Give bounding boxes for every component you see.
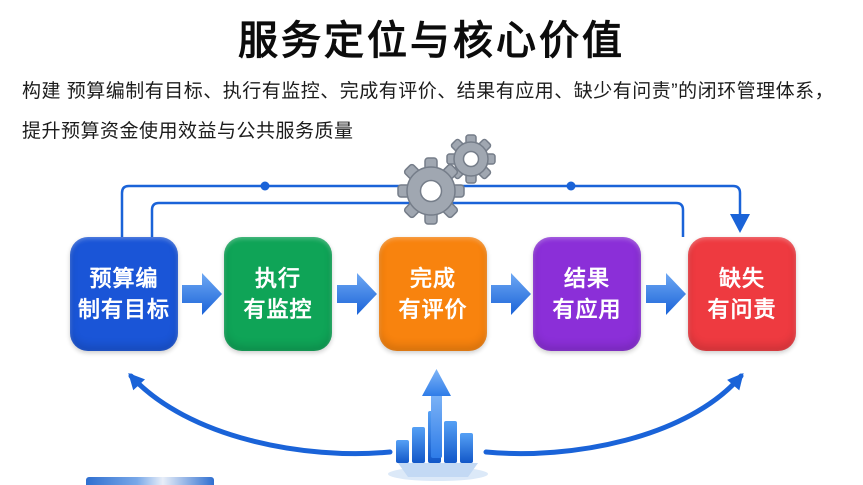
step-label-line1: 缺失 xyxy=(718,266,765,291)
intro-line-1: 构建 预算编制有目标、执行有监控、完成有评价、结果有应用、缺少有问责”的闭环管理… xyxy=(22,81,835,102)
chevron-arrow-icon xyxy=(646,273,686,315)
chart-bar xyxy=(412,427,425,463)
chevron-arrows xyxy=(182,273,686,315)
gear-icon-large xyxy=(397,157,465,225)
step-box-budget-goal: 预算编 制有目标 xyxy=(70,237,178,351)
step-label-line2: 有问责 xyxy=(707,297,777,322)
step-label-line1: 预算编 xyxy=(89,266,159,291)
step-label-line1: 执行 xyxy=(254,266,301,291)
chevron-arrow-icon xyxy=(182,273,222,315)
bar-chart-rising-icon xyxy=(388,369,488,481)
chart-pedestal xyxy=(398,463,478,477)
gear-icon-small xyxy=(446,134,496,184)
step-box-execution-monitor: 执行 有监控 xyxy=(224,237,332,351)
page-title: 服务定位与核心价值 xyxy=(238,19,625,63)
chevron-arrow-icon xyxy=(491,273,531,315)
curved-arrow-left xyxy=(128,373,393,457)
down-arrowhead-icon xyxy=(730,214,750,233)
chart-bar xyxy=(396,440,409,463)
step-label-line1: 完成 xyxy=(409,266,456,291)
chart-bar xyxy=(460,433,473,463)
cropped-corner-logo xyxy=(86,477,214,485)
connector-dot xyxy=(260,181,270,191)
step-label-line2: 有监控 xyxy=(243,297,313,322)
connector-dot xyxy=(566,181,576,191)
up-arrow-icon xyxy=(422,369,451,458)
chevron-arrow-icon xyxy=(337,273,377,315)
intro-line-2: 提升预算资金使用效益与公共服务质量 xyxy=(22,121,354,142)
step-box-absence-accountability: 缺失 有问责 xyxy=(688,237,796,351)
curved-arrow-right xyxy=(483,372,744,457)
step-label-line2: 有应用 xyxy=(552,297,622,322)
chart-bar xyxy=(444,421,457,463)
gears-icon xyxy=(397,134,496,225)
step-box-result-application: 结果 有应用 xyxy=(533,237,641,351)
intro-text: 构建 预算编制有目标、执行有监控、完成有评价、结果有应用、缺少有问责”的闭环管理… xyxy=(22,72,853,152)
step-box-completion-evaluation: 完成 有评价 xyxy=(379,237,487,351)
step-label-line1: 结果 xyxy=(563,266,610,291)
step-label-line2: 制有目标 xyxy=(77,297,170,322)
step-label-line2: 有评价 xyxy=(398,297,468,322)
